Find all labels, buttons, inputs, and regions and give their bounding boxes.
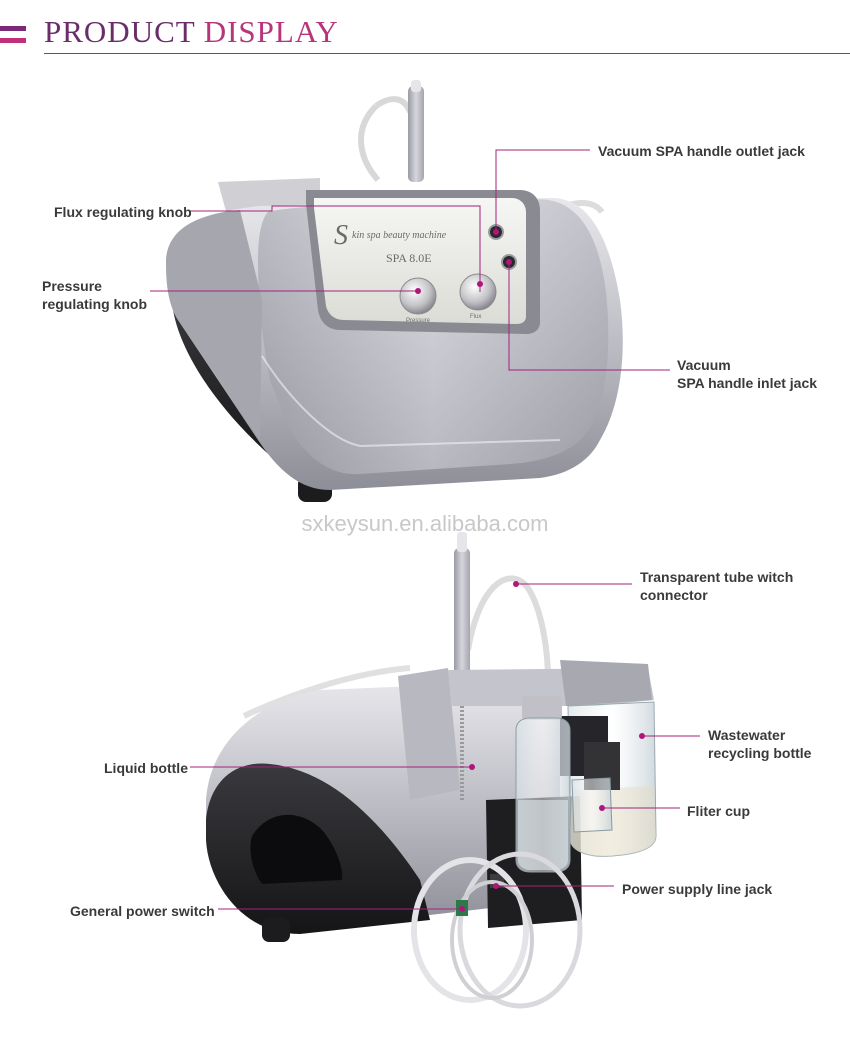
callout-lines-bottom (190, 583, 700, 910)
label-wastewater-line2: recycling bottle (708, 745, 812, 761)
label-tube-connector: Transparent tube witch connector (640, 568, 793, 604)
label-filter-cup: Fliter cup (687, 803, 751, 819)
title-part-product: PRODUCT (44, 14, 196, 49)
callout-dots-top (415, 229, 512, 294)
panel-knob-right-label: Flux (470, 314, 481, 320)
flux-knob-icon (459, 273, 497, 311)
label-tube-connector-line1: Transparent tube witch (640, 569, 794, 585)
label-vacuum-inlet-line1: Vacuum (677, 357, 731, 373)
panel-knob-left-label: Pressure (406, 318, 431, 324)
spa-handle-icon (408, 86, 424, 182)
top-machine (166, 80, 623, 502)
panel-brand-script: S (334, 220, 348, 251)
spa-handle-icon-2 (454, 548, 470, 684)
label-pressure-knob-line1: Pressure (42, 278, 102, 294)
callout-dots-bottom (459, 581, 645, 912)
label-general-power-switch: General power switch (70, 903, 215, 919)
bottom-machine (206, 532, 657, 1009)
panel-brand-text: kin spa beauty machine (352, 230, 447, 241)
header-divider (44, 53, 850, 54)
label-power-supply-jack: Power supply line jack (622, 881, 773, 897)
watermark: sxkeysun.en.alibaba.com (301, 511, 549, 536)
label-pressure-knob: Pressure regulating knob (42, 277, 147, 313)
label-vacuum-inlet-jack: Vacuum SPA handle inlet jack (677, 356, 817, 392)
panel-model: SPA 8.0E (386, 251, 432, 265)
title-part-display: DISPLAY (203, 14, 339, 49)
pressure-knob-icon (399, 277, 437, 315)
label-wastewater-bottle: Wastewater recycling bottle (708, 726, 811, 762)
label-flux-knob: Flux regulating knob (54, 204, 192, 220)
label-vacuum-inlet-line2: SPA handle inlet jack (677, 375, 818, 391)
filter-cup-icon (571, 777, 613, 833)
label-wastewater-line1: Wastewater (708, 727, 786, 743)
label-pressure-knob-line2: regulating knob (42, 296, 147, 312)
label-liquid-bottle: Liquid bottle (104, 760, 188, 776)
callout-lines-top (150, 149, 670, 371)
label-vacuum-outlet-jack: Vacuum SPA handle outlet jack (598, 143, 805, 159)
label-tube-connector-line2: connector (640, 587, 708, 603)
